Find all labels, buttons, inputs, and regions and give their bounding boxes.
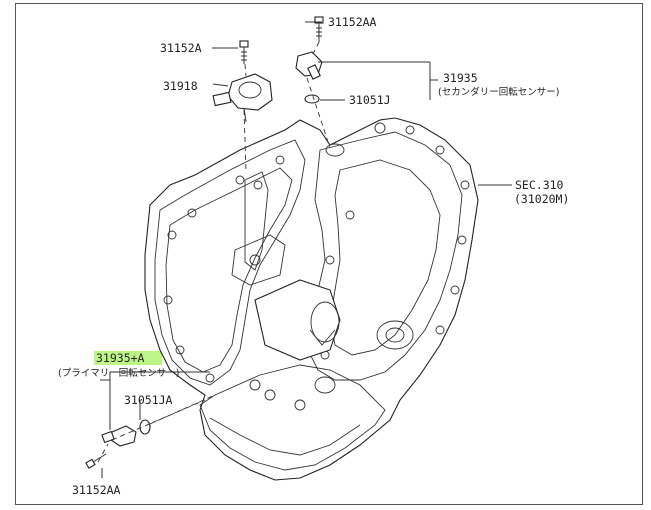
leader-lines	[97, 21, 512, 478]
bolt-31152a	[239, 40, 249, 64]
label-highlight	[94, 351, 162, 365]
bolt-31152aa-bottom	[85, 453, 107, 469]
label-31152a: 31152A	[160, 41, 202, 55]
sensor-31935	[295, 51, 323, 80]
label-31051ja: 31051JA	[124, 393, 173, 407]
sensor-31935a	[101, 425, 137, 447]
label-31051j: 31051J	[349, 93, 391, 107]
label-31935a: 31935+A	[96, 351, 145, 365]
label-31935: 31935	[443, 71, 478, 85]
label-31152aa-bottom: 31152AA	[72, 483, 121, 497]
label-sec310-sub: (31020M)	[514, 192, 569, 206]
o-ring-31051j	[304, 94, 320, 104]
label-31152aa-top: 31152AA	[328, 15, 377, 29]
o-ring-31051ja	[139, 419, 151, 435]
sensor-31918	[212, 73, 273, 123]
label-31918: 31918	[163, 79, 198, 93]
bolt-31152aa-top	[314, 16, 324, 42]
transmission-housing	[144, 117, 479, 481]
drawing-frame	[15, 3, 643, 505]
label-sec310: SEC.310	[515, 178, 564, 192]
label-31935a-description: (プライマリー回転センサー)	[58, 368, 179, 379]
label-31935-description: (セカンダリー回転センサー)	[438, 86, 559, 98]
